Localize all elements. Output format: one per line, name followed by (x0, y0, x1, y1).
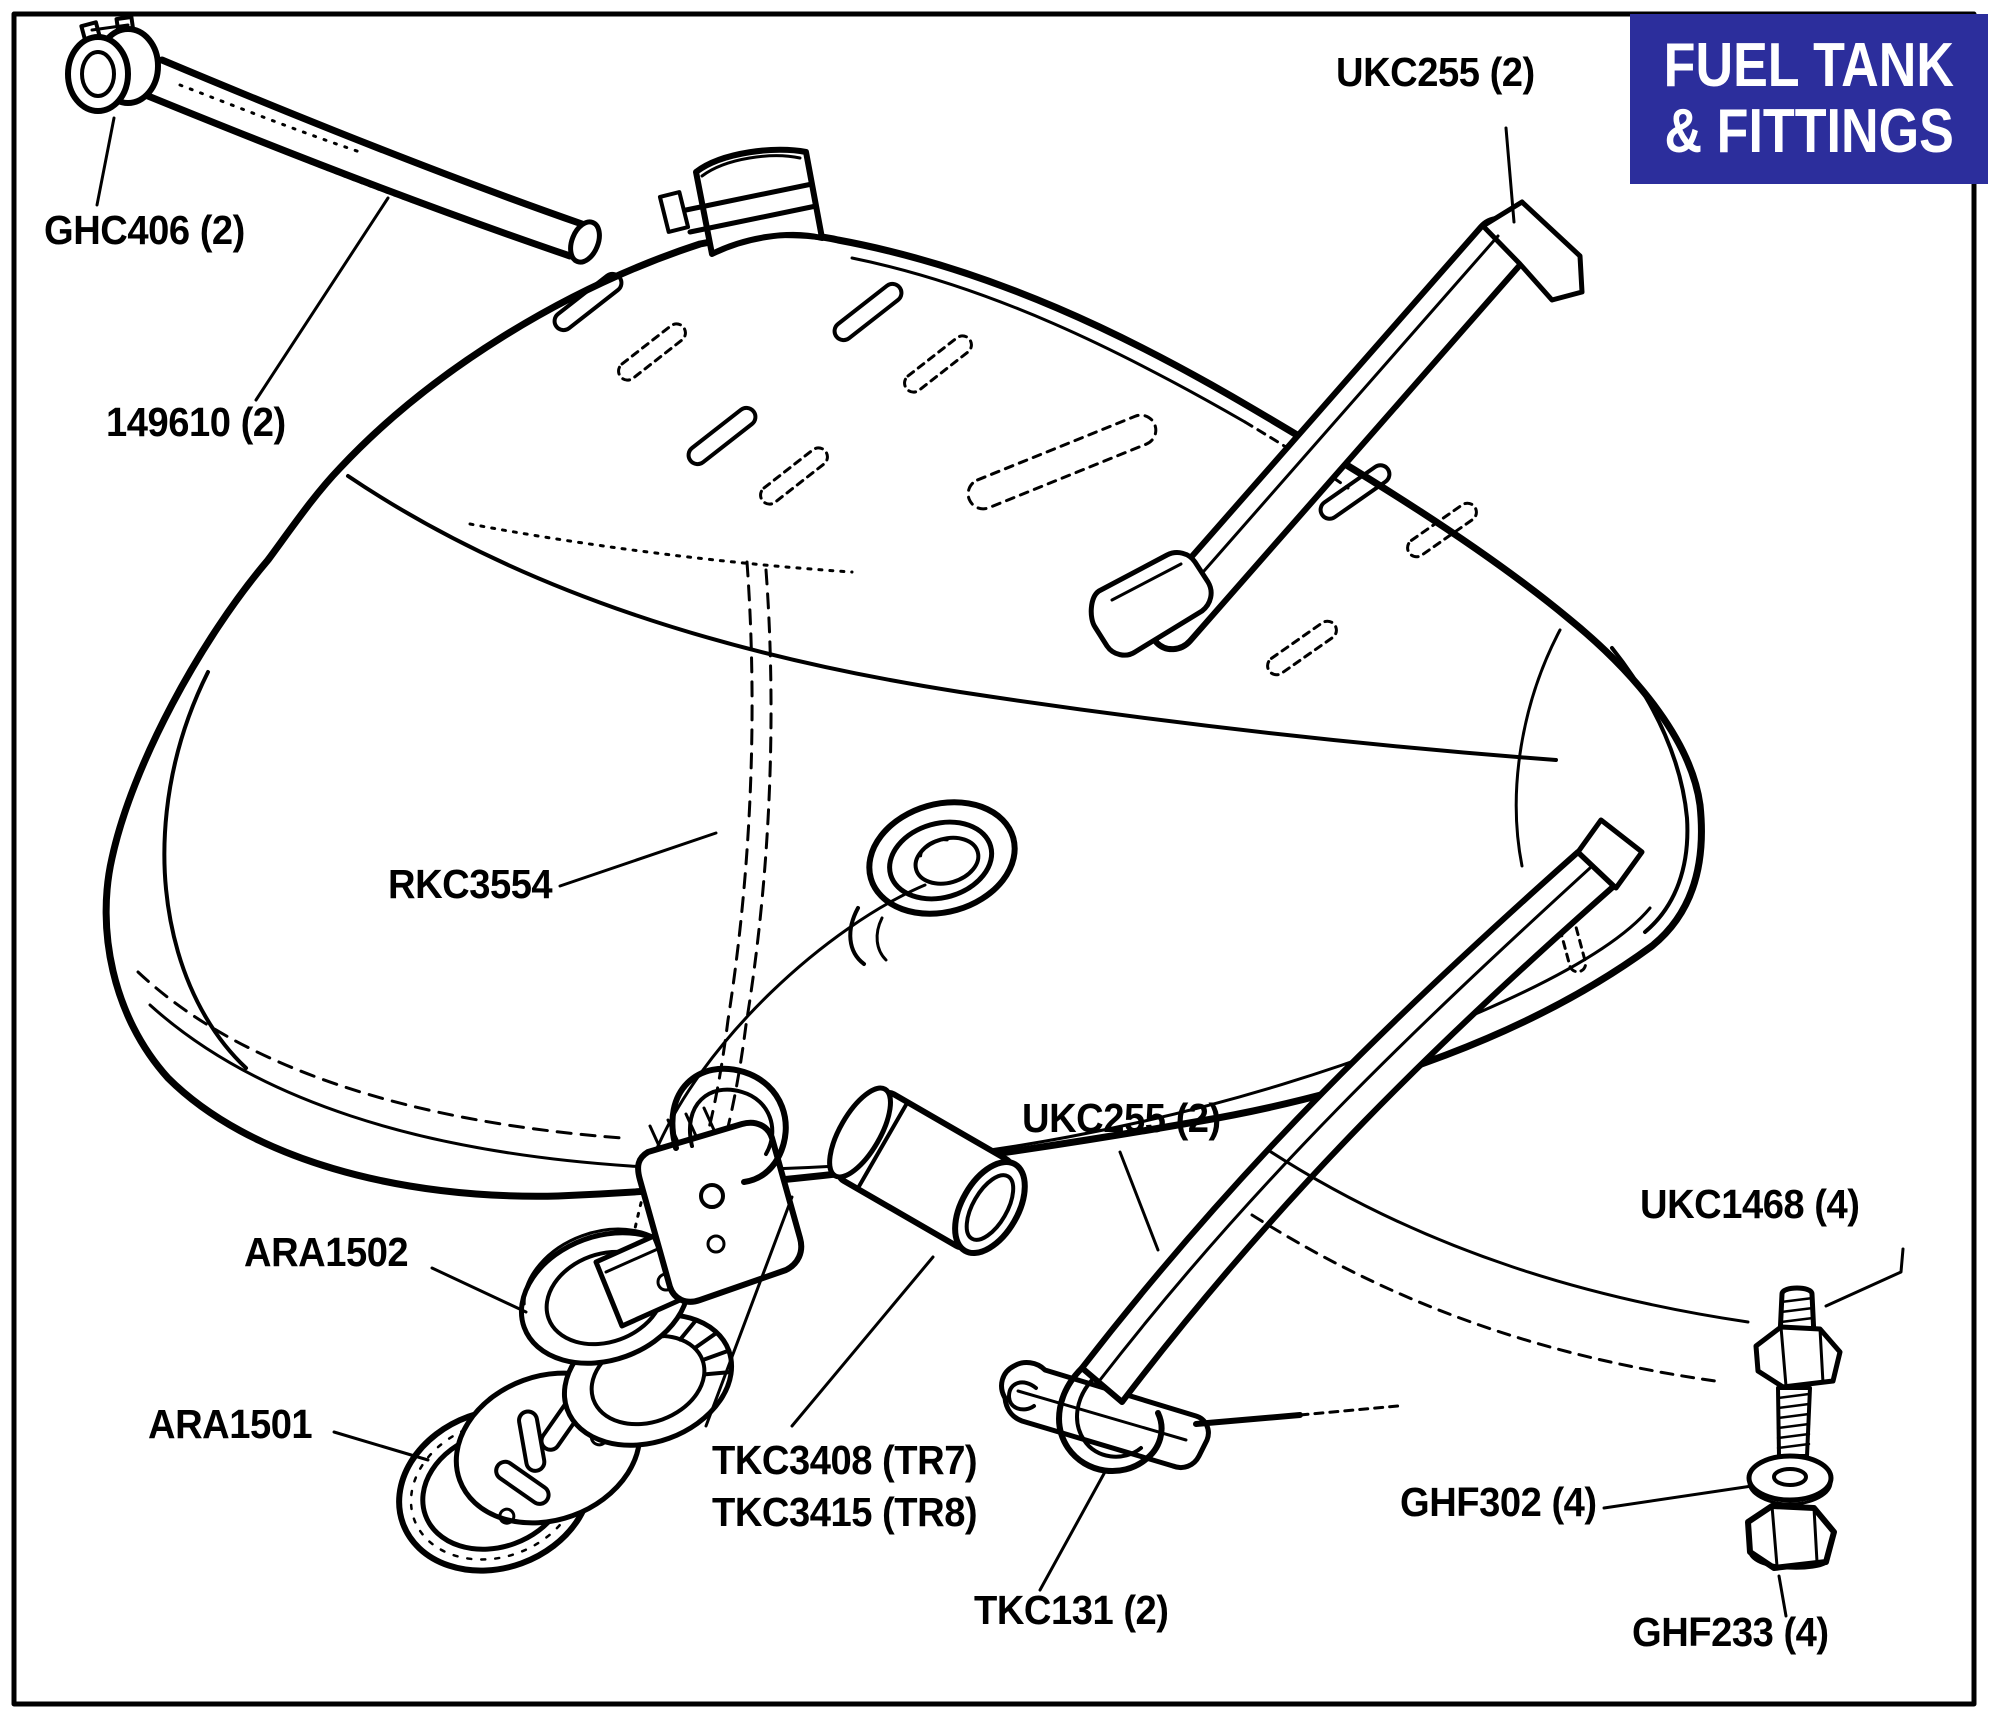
label-tkc3415: TKC3415 (TR8) (712, 1489, 978, 1535)
label-ara1502: ARA1502 (244, 1229, 409, 1275)
tank-slots (552, 271, 1588, 974)
label-ukc1468: UKC1468 (4) (1640, 1181, 1860, 1227)
label-ara1501: ARA1501 (148, 1401, 313, 1447)
page-border (11, 11, 1977, 1707)
label-ukc255-top: UKC255 (2) (1336, 49, 1535, 95)
label-ghf233: GHF233 (4) (1632, 1609, 1829, 1655)
leader-lines (95, 116, 1905, 1618)
washer (1746, 1453, 1834, 1506)
retaining-strap-lower (1056, 817, 1645, 1475)
label-rkc3554: RKC3554 (388, 861, 553, 907)
retaining-strap-top (1088, 199, 1585, 658)
nut (1745, 1503, 1837, 1571)
sender-opening-boss (848, 799, 1018, 966)
banner-title-line2: & FITTINGS (1664, 97, 1954, 166)
strap-attachment-lines (1250, 1148, 1750, 1384)
label-ghf302: GHF302 (4) (1400, 1479, 1597, 1525)
fuel-hose (144, 56, 602, 265)
label-149610: 149610 (2) (106, 399, 286, 445)
sender-unit (593, 1065, 805, 1329)
filler-neck (657, 146, 825, 257)
label-ukc255-mid: UKC255 (2) (1022, 1095, 1221, 1141)
label-ghc406: GHC406 (2) (44, 207, 245, 253)
label-tkc3408: TKC3408 (TR7) (712, 1437, 978, 1483)
mounting-stud (1753, 1285, 1843, 1458)
hose-clip (65, 14, 161, 114)
label-tkc131: TKC131 (2) (974, 1587, 1169, 1633)
sender-elbow-sleeve (827, 1085, 1028, 1257)
title-banner: FUEL TANK & FITTINGS (1630, 14, 1988, 184)
banner-title-line1: FUEL TANK (1663, 31, 1955, 101)
